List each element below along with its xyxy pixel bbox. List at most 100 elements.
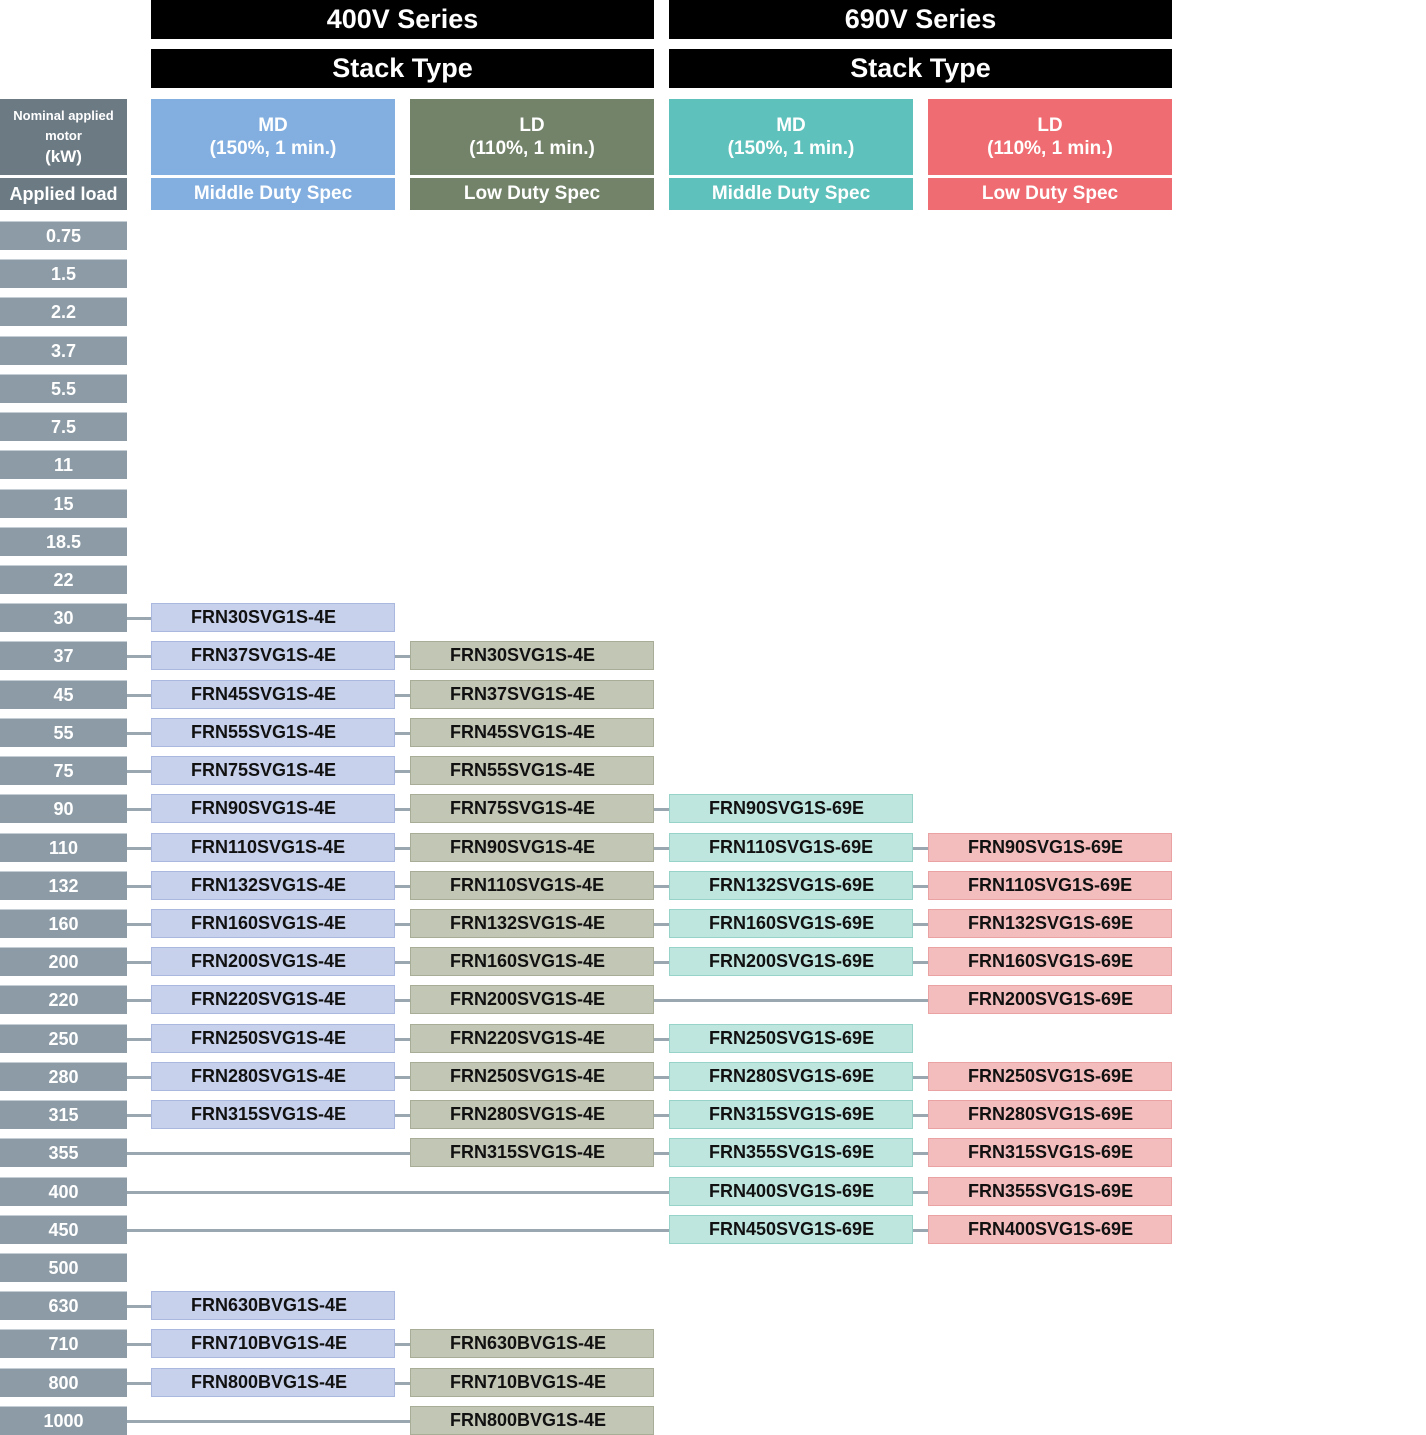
kw-row-label: 500: [0, 1253, 127, 1282]
kw-row-label: 110: [0, 833, 127, 862]
kw-row-label: 1000: [0, 1406, 127, 1435]
cell-400v-ld: FRN800BVG1S-4E: [410, 1406, 654, 1435]
kw-row-label: 18.5: [0, 527, 127, 556]
row-connector-line: [127, 1420, 410, 1423]
cell-690v-ld: FRN400SVG1S-69E: [928, 1215, 1172, 1244]
cell-400v-md: FRN30SVG1S-4E: [151, 603, 395, 632]
cell-690v-md: FRN315SVG1S-69E: [669, 1100, 913, 1129]
series-690v-stack-type: Stack Type: [669, 49, 1172, 88]
cell-400v-md: FRN75SVG1S-4E: [151, 756, 395, 785]
col-code: MD: [258, 115, 288, 136]
cell-690v-md: FRN200SVG1S-69E: [669, 947, 913, 976]
cell-690v-ld: FRN110SVG1S-69E: [928, 871, 1172, 900]
kw-row-label: 160: [0, 909, 127, 938]
row-connector-line: [395, 1343, 410, 1346]
kw-row-label: 45: [0, 680, 127, 709]
kw-row-label: 400: [0, 1177, 127, 1206]
kw-row-label: 450: [0, 1215, 127, 1244]
nominal-motor-label: Nominal applied motor: [13, 108, 114, 143]
kw-row-label: 90: [0, 794, 127, 823]
cell-400v-ld: FRN45SVG1S-4E: [410, 718, 654, 747]
cell-400v-ld: FRN250SVG1S-4E: [410, 1062, 654, 1091]
col-690v-md-header: MD (150%, 1 min.): [669, 99, 913, 175]
row-connector-line: [654, 808, 669, 811]
cell-400v-ld: FRN710BVG1S-4E: [410, 1368, 654, 1397]
cell-690v-ld: FRN250SVG1S-69E: [928, 1062, 1172, 1091]
applied-load-label: Applied load: [0, 178, 127, 210]
nominal-motor-header: Nominal applied motor (kW): [0, 99, 127, 175]
cell-400v-md: FRN280SVG1S-4E: [151, 1062, 395, 1091]
kw-row-label: 280: [0, 1062, 127, 1091]
cell-690v-ld: FRN280SVG1S-69E: [928, 1100, 1172, 1129]
cell-690v-ld: FRN315SVG1S-69E: [928, 1138, 1172, 1167]
cell-400v-md: FRN710BVG1S-4E: [151, 1329, 395, 1358]
cell-690v-md: FRN355SVG1S-69E: [669, 1138, 913, 1167]
row-connector-line: [654, 1038, 669, 1041]
series-400v-stack-type: Stack Type: [151, 49, 654, 88]
col-400v-md-spec: Middle Duty Spec: [151, 178, 395, 210]
cell-690v-md: FRN110SVG1S-69E: [669, 833, 913, 862]
cell-690v-ld: FRN200SVG1S-69E: [928, 985, 1172, 1014]
cell-400v-ld: FRN75SVG1S-4E: [410, 794, 654, 823]
cell-690v-md: FRN250SVG1S-69E: [669, 1024, 913, 1053]
row-connector-line: [127, 1229, 928, 1232]
row-connector-line: [395, 923, 410, 926]
row-connector-line: [395, 885, 410, 888]
kw-row-label: 30: [0, 603, 127, 632]
col-400v-ld-spec: Low Duty Spec: [410, 178, 654, 210]
row-connector-line: [395, 770, 410, 773]
cell-400v-md: FRN220SVG1S-4E: [151, 985, 395, 1014]
kw-row-label: 800: [0, 1368, 127, 1397]
kw-row-label: 355: [0, 1138, 127, 1167]
kw-row-label: 0.75: [0, 221, 127, 250]
row-connector-line: [395, 1076, 410, 1079]
row-connector-line: [913, 847, 928, 850]
cell-400v-md: FRN90SVG1S-4E: [151, 794, 395, 823]
cell-690v-md: FRN280SVG1S-69E: [669, 1062, 913, 1091]
col-690v-ld-header: LD (110%, 1 min.): [928, 99, 1172, 175]
kw-row-label: 15: [0, 489, 127, 518]
cell-400v-md: FRN250SVG1S-4E: [151, 1024, 395, 1053]
kw-row-label: 75: [0, 756, 127, 785]
cell-690v-ld: FRN90SVG1S-69E: [928, 833, 1172, 862]
cell-400v-md: FRN630BVG1S-4E: [151, 1291, 395, 1320]
cell-690v-md: FRN160SVG1S-69E: [669, 909, 913, 938]
cell-690v-md: FRN450SVG1S-69E: [669, 1215, 913, 1244]
cell-400v-md: FRN160SVG1S-4E: [151, 909, 395, 938]
kw-row-label: 22: [0, 565, 127, 594]
col-code: MD: [776, 115, 806, 136]
kw-row-label: 220: [0, 985, 127, 1014]
row-connector-line: [395, 999, 410, 1002]
series-400v-title: 400V Series: [151, 0, 654, 39]
row-connector-line: [395, 1038, 410, 1041]
cell-400v-md: FRN200SVG1S-4E: [151, 947, 395, 976]
cell-400v-md: FRN110SVG1S-4E: [151, 833, 395, 862]
kw-row-label: 5.5: [0, 374, 127, 403]
cell-690v-ld: FRN160SVG1S-69E: [928, 947, 1172, 976]
kw-row-label: 3.7: [0, 336, 127, 365]
cell-690v-md: FRN90SVG1S-69E: [669, 794, 913, 823]
col-690v-ld-spec: Low Duty Spec: [928, 178, 1172, 210]
cell-400v-ld: FRN132SVG1S-4E: [410, 909, 654, 938]
cell-400v-ld: FRN37SVG1S-4E: [410, 680, 654, 709]
cell-400v-ld: FRN220SVG1S-4E: [410, 1024, 654, 1053]
col-code: LD: [1037, 115, 1063, 136]
kw-row-label: 7.5: [0, 412, 127, 441]
row-connector-line: [913, 923, 928, 926]
col-rating: (110%, 1 min.): [469, 138, 595, 159]
cell-400v-ld: FRN280SVG1S-4E: [410, 1100, 654, 1129]
row-connector-line: [913, 1152, 928, 1155]
cell-690v-md: FRN400SVG1S-69E: [669, 1177, 913, 1206]
cell-400v-md: FRN45SVG1S-4E: [151, 680, 395, 709]
row-connector-line: [654, 923, 669, 926]
kw-row-label: 132: [0, 871, 127, 900]
cell-400v-ld: FRN90SVG1S-4E: [410, 833, 654, 862]
row-connector-line: [913, 1076, 928, 1079]
row-connector-line: [913, 1191, 928, 1194]
cell-400v-ld: FRN160SVG1S-4E: [410, 947, 654, 976]
col-code: LD: [519, 115, 545, 136]
row-connector-line: [127, 1191, 928, 1194]
series-690v-title: 690V Series: [669, 0, 1172, 39]
cell-400v-md: FRN132SVG1S-4E: [151, 871, 395, 900]
cell-690v-md: FRN132SVG1S-69E: [669, 871, 913, 900]
